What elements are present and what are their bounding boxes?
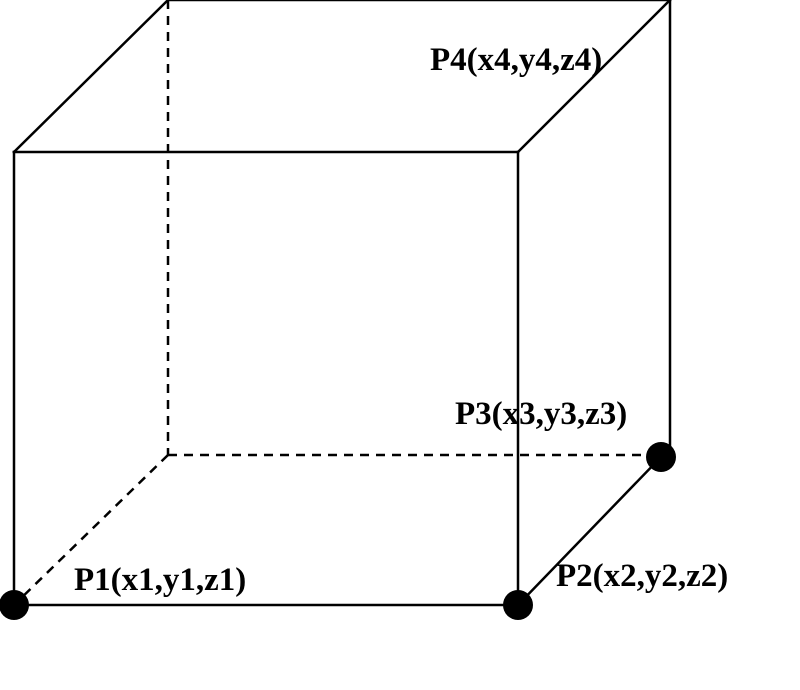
vertex-points xyxy=(0,442,676,620)
point-p1-label: P1(x1,y1,z1) xyxy=(74,562,246,598)
hidden-edge-bottom-diagonal xyxy=(13,454,169,606)
point-p3-dot xyxy=(646,442,676,472)
edge-bottom-right-diagonal xyxy=(516,456,662,607)
point-p3-label: P3(x3,y3,z3) xyxy=(455,396,627,432)
point-p2-label: P2(x2,y2,z2) xyxy=(556,558,728,594)
point-p1-dot xyxy=(0,590,29,620)
point-p4-label: P4(x4,y4,z4) xyxy=(430,42,602,78)
visible-edges xyxy=(12,0,672,607)
edge-top-right-diagonal xyxy=(516,0,672,154)
point-p2-dot xyxy=(503,590,533,620)
hidden-edges xyxy=(13,0,660,606)
edge-top-left-diagonal xyxy=(12,0,170,154)
vertex-labels: P1(x1,y1,z1) P2(x2,y2,z2) P3(x3,y3,z3) P… xyxy=(74,42,728,598)
